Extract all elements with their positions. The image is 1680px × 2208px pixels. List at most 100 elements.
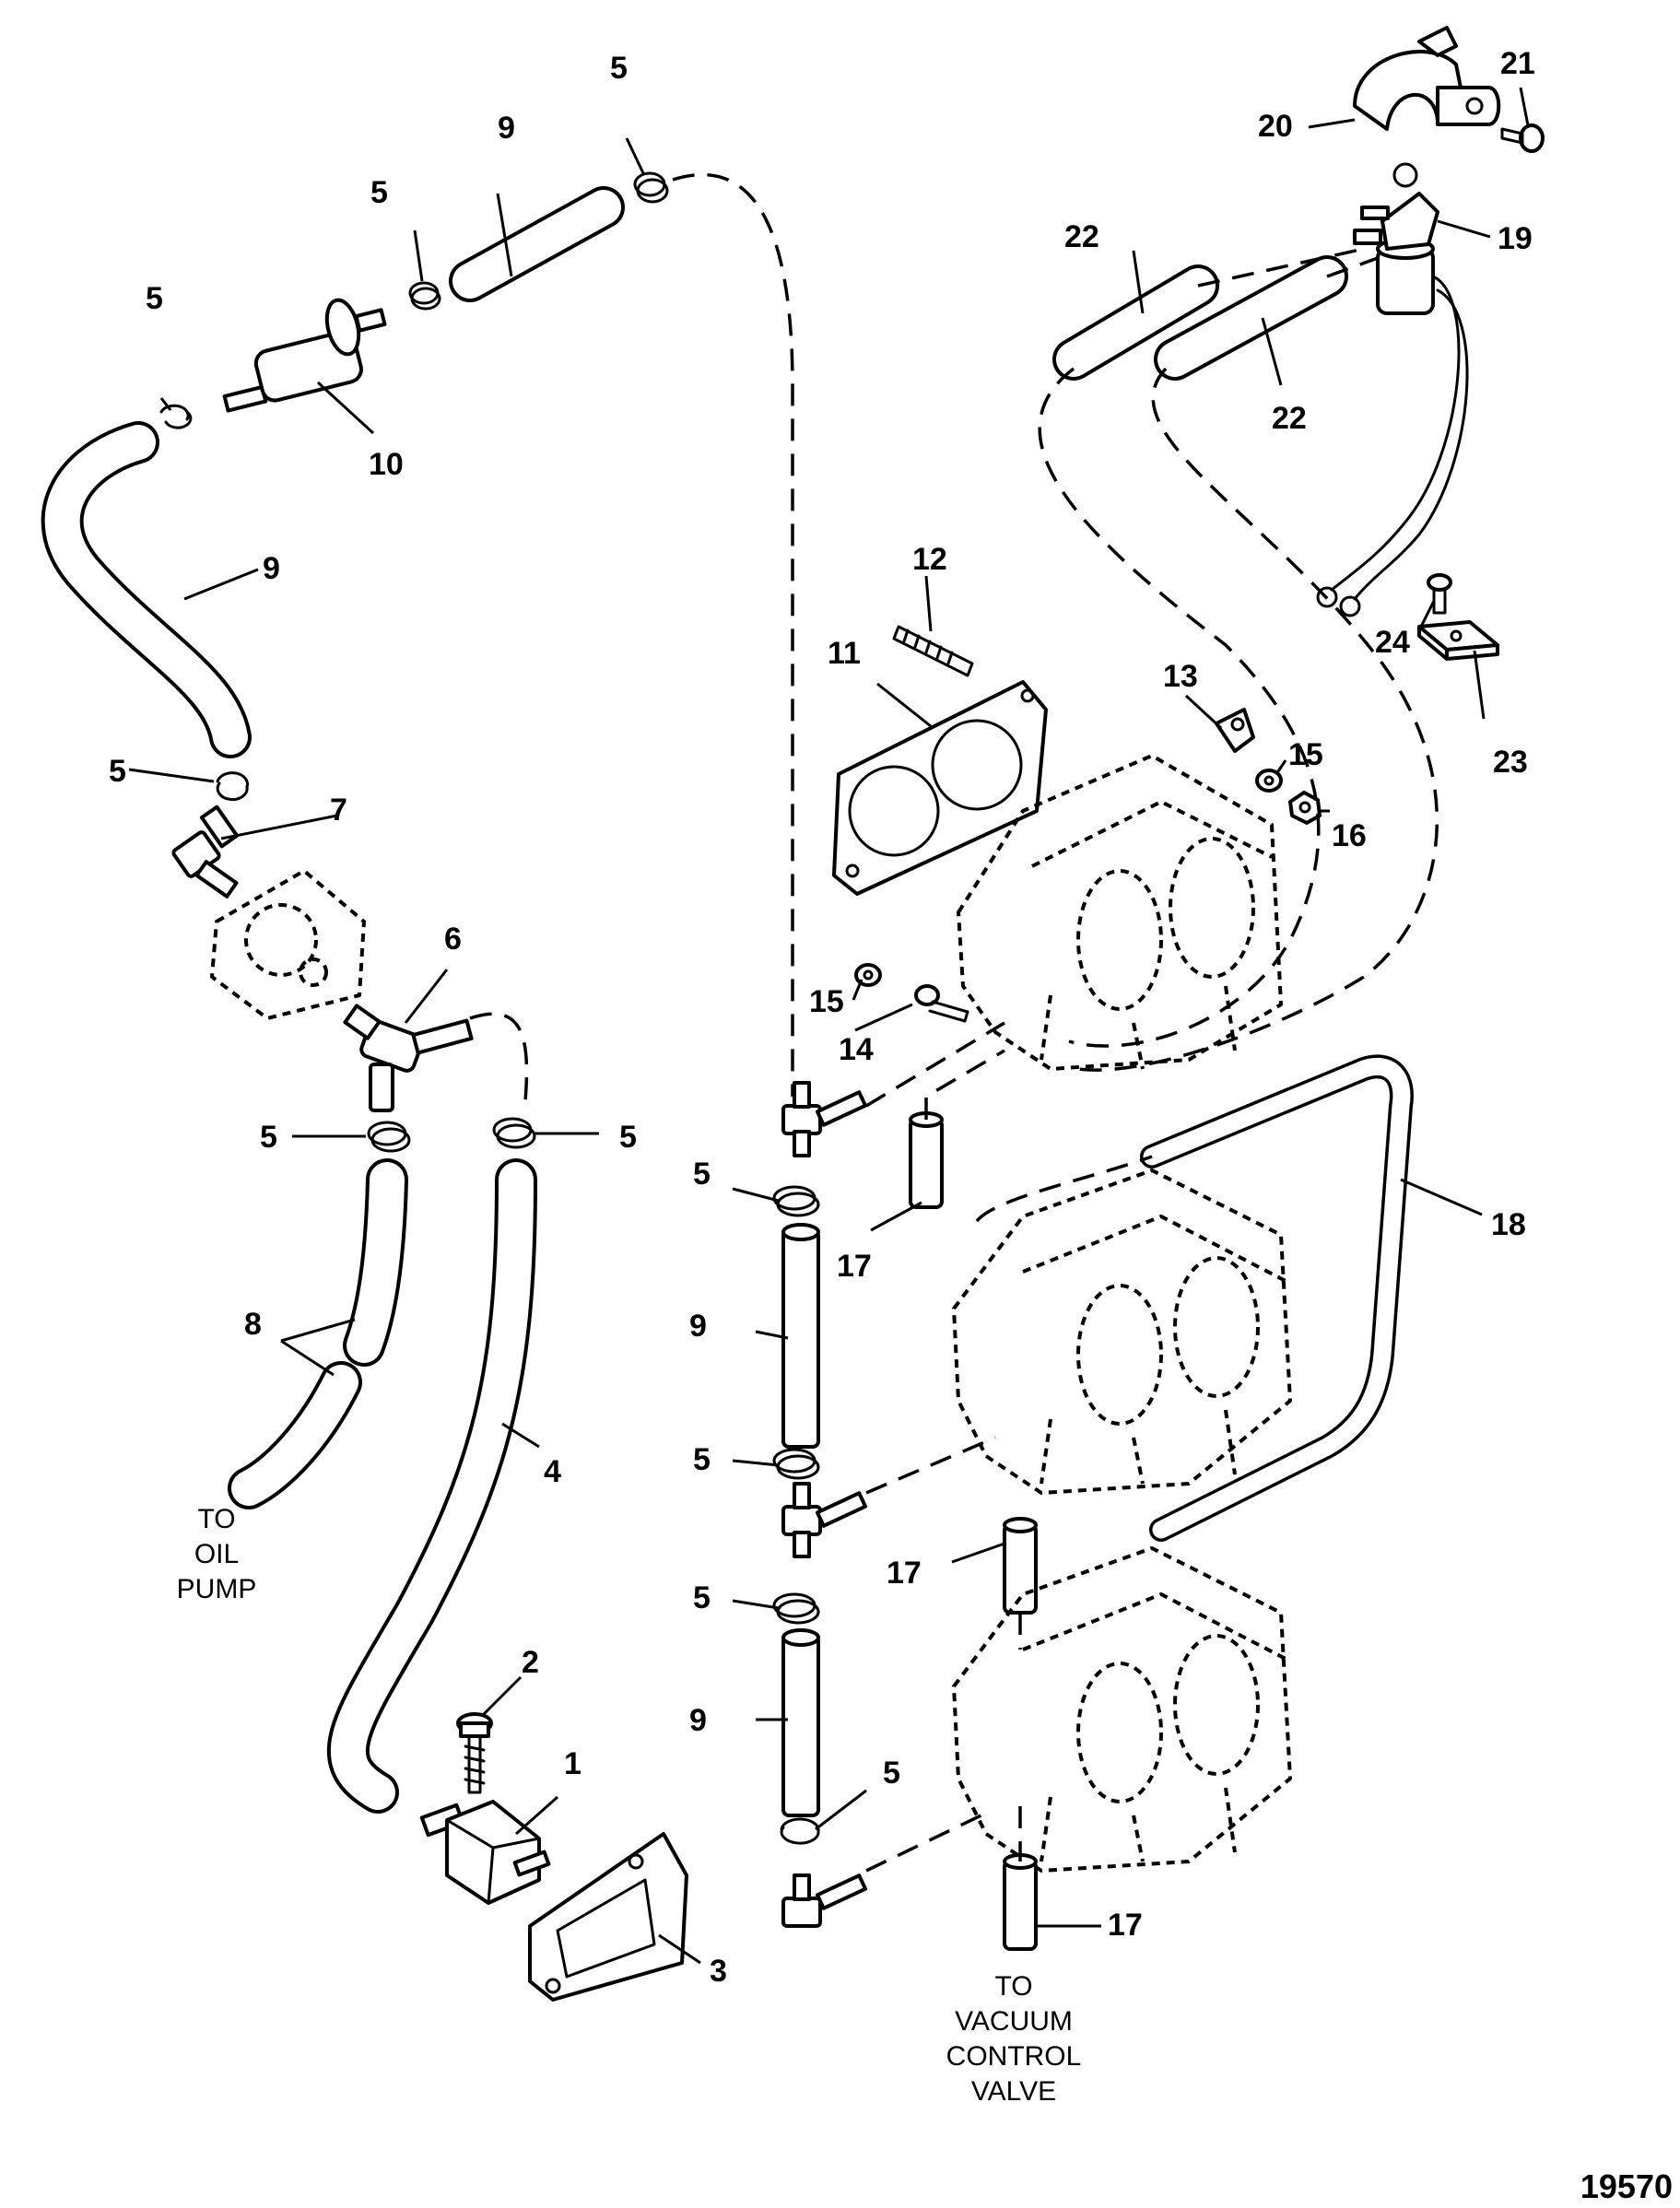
vacuum-route-dashed-1 — [1038, 367, 1321, 1048]
callout-20: 20 — [1258, 109, 1293, 144]
callout-9a: 9 — [498, 111, 515, 146]
callout-5h: 5 — [693, 1442, 711, 1477]
callout-22b: 22 — [1272, 401, 1307, 436]
callout-4: 4 — [544, 1454, 561, 1489]
callout-5g: 5 — [693, 1157, 711, 1192]
stud-12 — [892, 625, 974, 677]
hose-clamp-5-f — [492, 1117, 536, 1149]
callout-11: 11 — [828, 636, 861, 671]
fuel-fitting-middle — [781, 1482, 868, 1558]
figure-number: 19570 — [1580, 2167, 1673, 2205]
enrichener-valve-19 — [1353, 162, 1439, 315]
callout-21: 21 — [1500, 46, 1535, 81]
callout-5f: 5 — [619, 1120, 637, 1155]
callout-2: 2 — [522, 1645, 539, 1680]
callout-17b: 17 — [887, 1556, 922, 1591]
valve-wire-harness — [1316, 275, 1469, 617]
callout-6: 6 — [444, 922, 462, 957]
carb-link-dashed-5 — [865, 1809, 992, 1873]
hose-9-upper-left — [41, 421, 252, 758]
screw-2 — [456, 1712, 493, 1794]
carburetor-upper — [957, 754, 1283, 1071]
callout-labels: 1 2 3 4 5 5 5 5 5 5 5 5 5 5 6 7 8 9 9 9 … — [109, 46, 1535, 1989]
hose-clamp-5-e — [367, 1121, 411, 1153]
callout-15b: 15 — [1288, 737, 1323, 772]
hose-4 — [326, 1158, 537, 1814]
hose-9-center-upper — [781, 1223, 820, 1449]
hose-clamp-5-c — [633, 171, 669, 204]
callout-14: 14 — [839, 1032, 874, 1067]
callout-8: 8 — [244, 1307, 262, 1342]
gasket-11 — [832, 680, 1048, 896]
carb-link-dashed-4 — [975, 1155, 1153, 1223]
callout-7: 7 — [330, 793, 347, 828]
callout-5i: 5 — [693, 1580, 711, 1615]
clamp-bracket-20 — [1353, 26, 1501, 131]
hose-clamp-5-a — [159, 404, 193, 429]
hose-clamp-5-h — [772, 1448, 820, 1480]
callout-5a: 5 — [146, 281, 163, 316]
callout-24: 24 — [1375, 625, 1410, 660]
svg-text:VALVE: VALVE — [971, 2076, 1056, 2107]
fuel-fitting-lower — [781, 1873, 868, 1928]
callout-5b: 5 — [370, 175, 388, 210]
vacuum-hose-22-a — [1052, 264, 1219, 381]
callout-3: 3 — [710, 1954, 727, 1989]
callout-leader-lines — [128, 87, 1530, 1965]
vacuum-route-dashed-3 — [1197, 247, 1379, 288]
fuel-pump-housing-outline — [210, 869, 366, 1020]
fuel-filter-10 — [222, 298, 387, 413]
callout-15a: 15 — [809, 984, 844, 1019]
callout-17c: 17 — [1108, 1908, 1143, 1943]
callout-5d: 5 — [109, 754, 126, 789]
callout-5c: 5 — [610, 51, 628, 86]
retainer-plate-23 — [1417, 620, 1499, 661]
clip-13 — [1215, 708, 1255, 753]
callout-23: 23 — [1493, 745, 1528, 780]
vacuum-route-dashed-2 — [1077, 367, 1439, 1072]
nut-15-upper — [1255, 769, 1283, 793]
mounting-plate-3 — [528, 1832, 688, 2002]
hose-clamp-5-i — [772, 1592, 820, 1625]
hose-clamp-5-b — [408, 281, 441, 311]
callout-1: 1 — [564, 1746, 582, 1781]
callout-10: 10 — [369, 447, 404, 482]
callout-16: 16 — [1332, 818, 1367, 853]
callout-5e: 5 — [260, 1120, 277, 1155]
tee-fitting-6 — [343, 1004, 474, 1112]
fuel-route-dashed-1 — [672, 172, 794, 1097]
carb-link-dashed-1 — [865, 1021, 1005, 1108]
svg-text:CONTROL: CONTROL — [946, 2041, 1082, 2072]
vacuum-hose-18 — [1140, 1054, 1414, 1542]
svg-text:PUMP: PUMP — [177, 1574, 257, 1604]
callout-12: 12 — [912, 542, 947, 577]
callout-9b: 9 — [263, 551, 280, 586]
svg-text:OIL: OIL — [194, 1539, 239, 1569]
callout-19: 19 — [1498, 221, 1533, 256]
svg-text:VACUUM: VACUUM — [955, 2006, 1073, 2037]
screw-21 — [1500, 123, 1545, 153]
carb-link-dashed-2 — [924, 1049, 1005, 1120]
nut-16 — [1288, 791, 1322, 825]
callout-22a: 22 — [1064, 219, 1099, 254]
callout-18: 18 — [1491, 1207, 1526, 1242]
hose-8-upper — [343, 1158, 408, 1367]
callout-5j: 5 — [883, 1756, 900, 1791]
svg-text:TO: TO — [994, 1971, 1032, 2002]
hose-clamp-5-d — [216, 771, 249, 802]
hose-spacer-17-a — [909, 1111, 944, 1209]
hose-clamp-5-g — [772, 1185, 820, 1217]
hose-clamp-5-j — [780, 1817, 820, 1845]
callout-13: 13 — [1163, 659, 1198, 694]
fuel-fitting-upper — [781, 1081, 868, 1157]
callout-17a: 17 — [837, 1249, 872, 1284]
hose-8-lower — [228, 1361, 362, 1509]
elbow-fitting-7 — [171, 805, 240, 898]
note-to-vacuum-control-valve: TO VACUUM CONTROL VALVE — [946, 1971, 1082, 2107]
fuel-pump-1 — [419, 1800, 551, 1905]
hose-9-top — [449, 186, 625, 302]
hose-spacer-17-c — [1003, 1853, 1038, 1951]
screw-14 — [914, 984, 969, 1023]
carburetor-lower — [952, 1546, 1292, 1873]
